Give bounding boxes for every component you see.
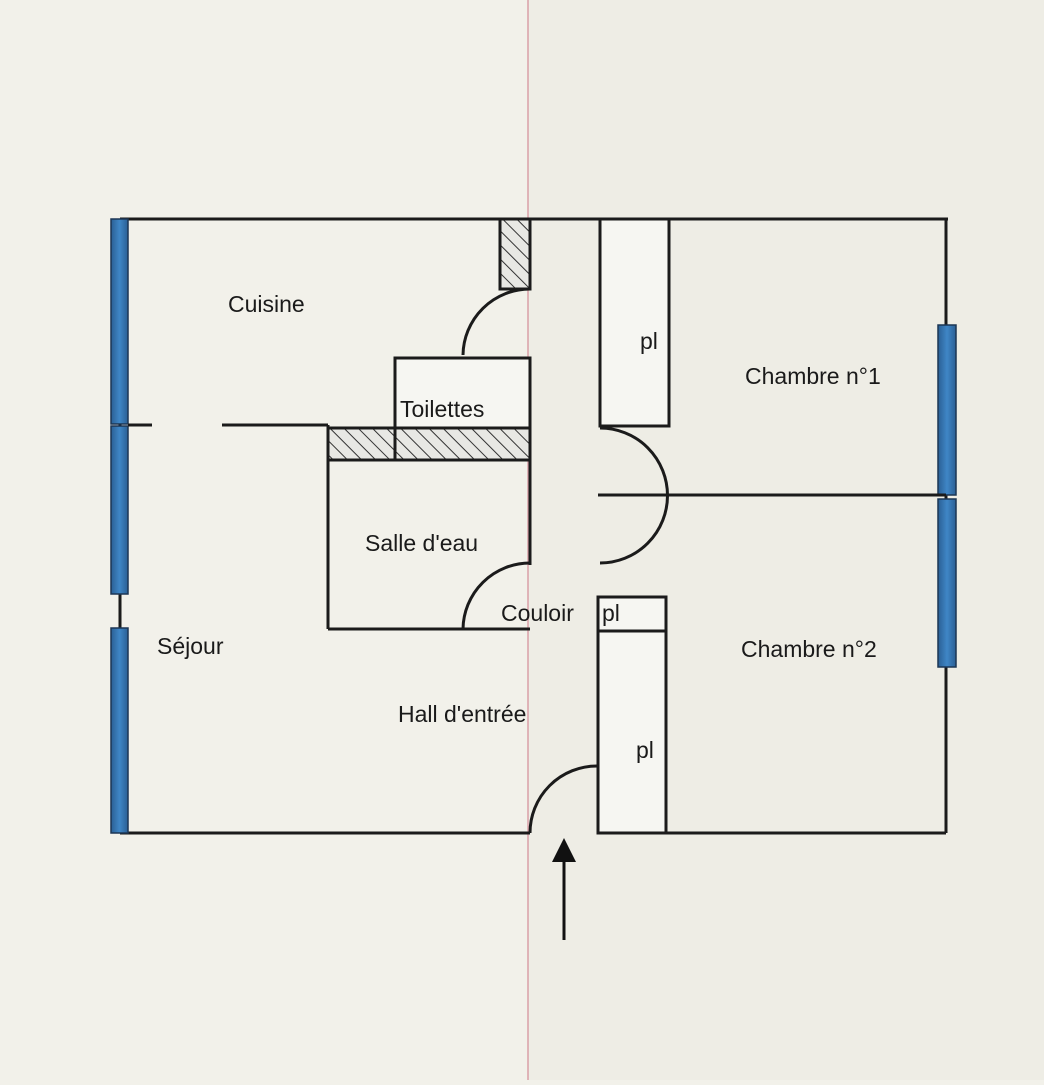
entrance-arrow — [552, 838, 576, 940]
door-chambres — [599, 426, 669, 565]
label-cuisine: Cuisine — [228, 291, 305, 317]
doors — [461, 287, 669, 834]
toilettes-room — [393, 356, 532, 430]
label-hall: Hall d'entrée — [398, 701, 526, 727]
duct-kitchen — [498, 217, 532, 291]
door-toilettes — [461, 287, 531, 356]
door-salle-eau — [461, 561, 531, 630]
label-chambre-1: Chambre n°1 — [745, 363, 881, 389]
window-cuisine — [110, 218, 129, 425]
window-chambre-2 — [937, 498, 957, 668]
duct-toilettes — [326, 426, 532, 462]
door-entrance — [528, 764, 598, 834]
label-sejour: Séjour — [157, 633, 224, 659]
window-chambre-1 — [937, 324, 957, 496]
closet-couloir — [596, 595, 668, 633]
label-salle-eau: Salle d'eau — [365, 530, 478, 556]
label-closet-top: pl — [640, 328, 658, 354]
label-closet-couloir: pl — [602, 600, 620, 626]
closet-top — [598, 217, 671, 428]
label-toilettes: Toilettes — [400, 396, 484, 422]
window-sejour-lower — [110, 627, 129, 834]
window-sejour-upper — [110, 425, 129, 595]
windows — [110, 218, 957, 834]
label-couloir: Couloir — [501, 600, 574, 626]
label-closet-bottom: pl — [636, 737, 654, 763]
label-chambre-2: Chambre n°2 — [741, 636, 877, 662]
closet-bottom — [596, 629, 668, 835]
